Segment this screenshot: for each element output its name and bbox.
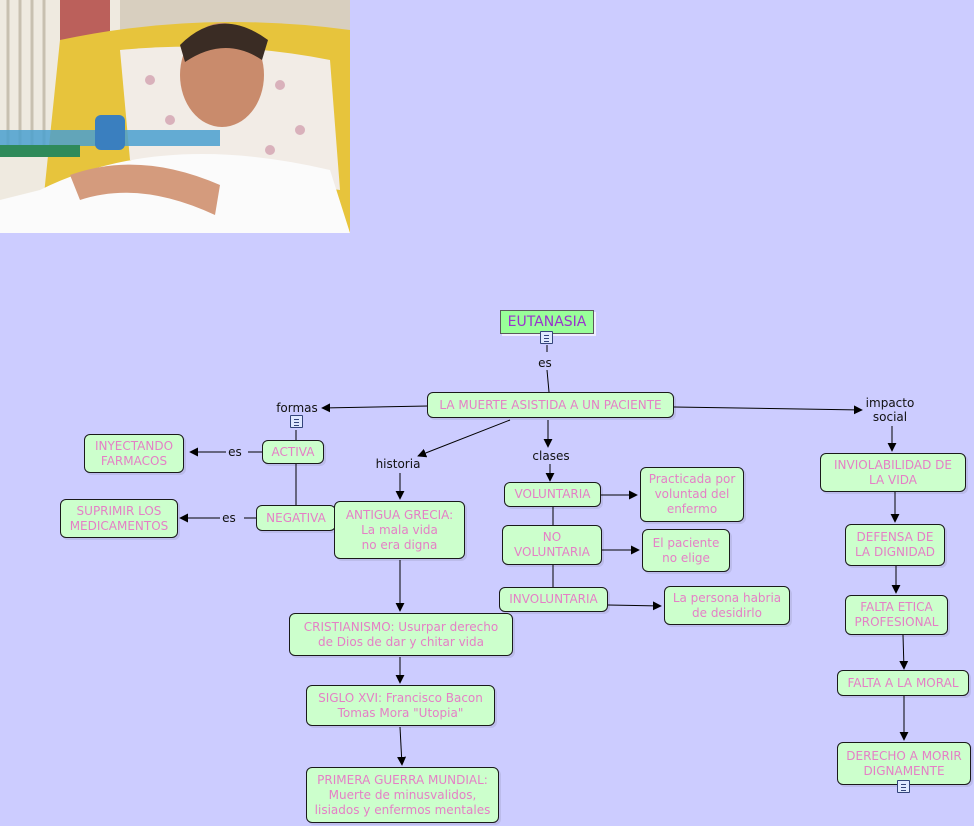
formas-negativa-node[interactable]: NEGATIVA <box>256 505 336 531</box>
inyectando-farmacos-node[interactable]: INYECTANDO FARMACOS <box>84 434 184 473</box>
clases-involuntaria-node[interactable]: INVOLUNTARIA <box>499 587 608 612</box>
root-concept-eutanasia[interactable]: EUTANASIA <box>500 310 594 334</box>
definition-node[interactable]: LA MUERTE ASISTIDA A UN PACIENTE <box>427 392 674 418</box>
document-resource-icon[interactable] <box>897 780 910 793</box>
link-def-impacto <box>673 405 863 415</box>
historia-antigua-grecia-node[interactable]: ANTIGUA GRECIA: La mala vida no era dign… <box>334 501 465 559</box>
involuntaria-description-node[interactable]: La persona habria de desidirlo <box>664 586 790 625</box>
clases-no-voluntaria-node[interactable]: NO VOLUNTARIA <box>502 525 602 565</box>
clases-voluntaria-node[interactable]: VOLUNTARIA <box>504 482 601 507</box>
link-label-es-negativa: es <box>222 511 236 525</box>
impacto-falta-etica-node[interactable]: FALTA ETICA PROFESIONAL <box>845 595 948 635</box>
branch-label-clases: clases <box>532 449 570 463</box>
link-siglo-guerra <box>397 726 407 766</box>
branch-label-historia: historia <box>375 457 421 471</box>
impacto-inviolabilidad-node[interactable]: INVIOLABILIDAD DE LA VIDA <box>820 453 966 492</box>
impacto-defensa-dignidad-node[interactable]: DEFENSA DE LA DIGNIDAD <box>845 524 945 566</box>
link-etica-moral <box>899 634 909 670</box>
link-def-historia <box>417 419 511 458</box>
impacto-derecho-morir-node[interactable]: DERECHO A MORIR DIGNAMENTE <box>837 742 971 785</box>
link-label-es-activa: es <box>228 445 242 459</box>
document-resource-icon[interactable] <box>290 415 303 428</box>
formas-activa-node[interactable]: ACTIVA <box>262 440 324 464</box>
no-voluntaria-description-node[interactable]: El paciente no elige <box>642 529 730 572</box>
voluntaria-description-node[interactable]: Practicada por voluntad del enfermo <box>640 467 744 522</box>
document-resource-icon[interactable] <box>540 331 553 344</box>
suprimir-medicamentos-node[interactable]: SUPRIMIR LOS MEDICAMENTOS <box>60 499 178 538</box>
branch-label-impacto-social: impacto social <box>865 396 915 424</box>
link-es-definition <box>546 369 550 393</box>
branch-label-formas: formas <box>276 401 318 415</box>
historia-siglo-xvi-node[interactable]: SIGLO XVI: Francisco Bacon Tomas Mora "U… <box>306 685 495 726</box>
link-involuntaria-desc <box>607 601 662 611</box>
historia-primera-guerra-node[interactable]: PRIMERA GUERRA MUNDIAL: Muerte de minusv… <box>306 767 499 823</box>
patient-photo <box>0 0 350 233</box>
historia-cristianismo-node[interactable]: CRISTIANISMO: Usurpar derecho de Dios de… <box>289 613 513 656</box>
impacto-falta-moral-node[interactable]: FALTA A LA MORAL <box>837 670 969 696</box>
link-def-formas <box>321 403 429 413</box>
link-label-es-root: es <box>538 356 552 370</box>
